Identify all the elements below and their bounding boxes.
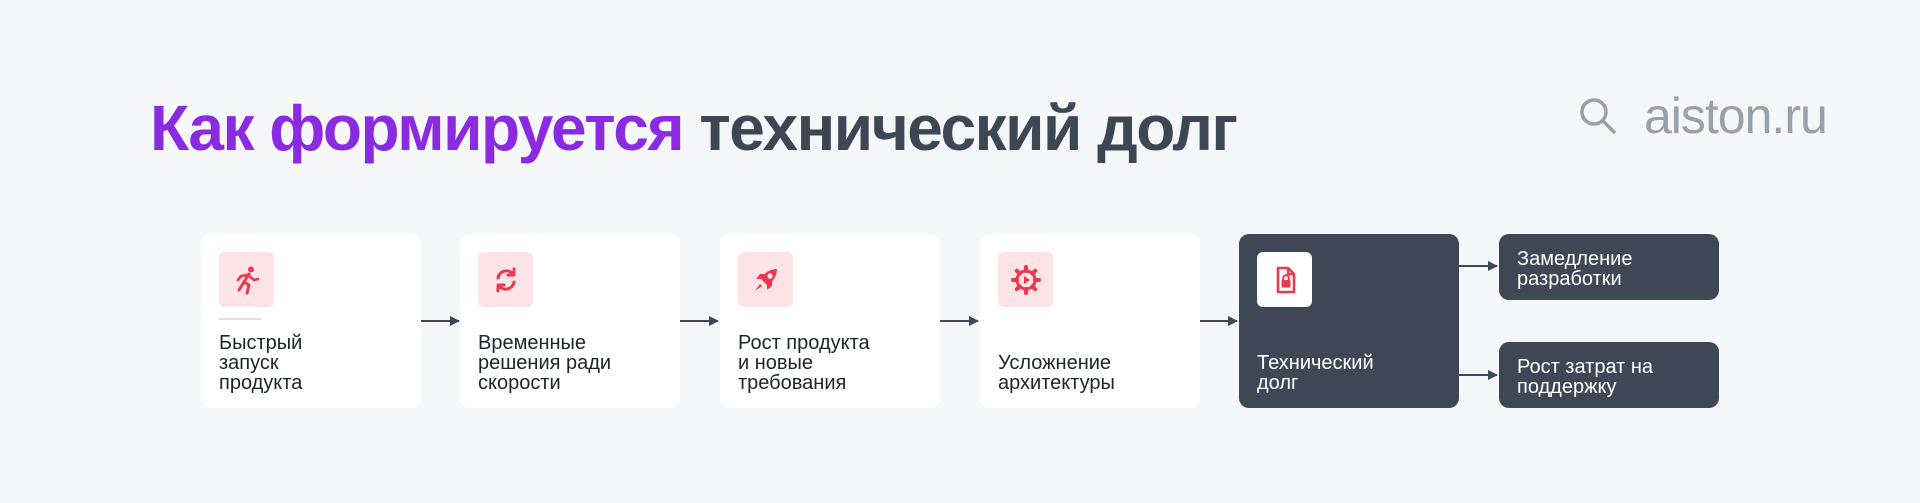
locked-document-icon [1257, 252, 1312, 307]
step-card-product-growth: Рост продукта и новые требования [720, 234, 940, 408]
step-card-launch: Быстрый запуск продукта [201, 234, 421, 408]
gear-icon [998, 252, 1053, 307]
rocket-icon [738, 252, 793, 307]
step-label: Рост продукта и новые требования [738, 332, 870, 394]
step-card-architecture: Усложнение архитектуры [980, 234, 1200, 408]
search-icon[interactable] [1578, 96, 1618, 136]
step-label: Временные решения ради скорости [478, 332, 612, 394]
outcome-support-costs: Рост затрат на поддержку [1499, 342, 1719, 408]
step-label: Быстрый запуск продукта [219, 332, 303, 394]
outcome-slowdown: Замедление разработки [1499, 234, 1719, 300]
brand: aiston.ru [1578, 86, 1828, 146]
page-title: Как формируется технический долг [150, 88, 1238, 168]
refresh-icon [478, 252, 533, 307]
running-person-icon [219, 252, 274, 307]
step-card-technical-debt: Технический долг [1239, 234, 1459, 408]
step-label: Технический долг [1257, 352, 1374, 394]
step-divider [219, 318, 261, 320]
title-rest: технический долг [683, 92, 1238, 164]
step-label: Усложнение архитектуры [998, 352, 1115, 394]
title-accent: Как формируется [150, 92, 685, 164]
brand-name[interactable]: aiston.ru [1644, 88, 1828, 144]
step-card-temporary-solutions: Временные решения ради скорости [460, 234, 680, 408]
